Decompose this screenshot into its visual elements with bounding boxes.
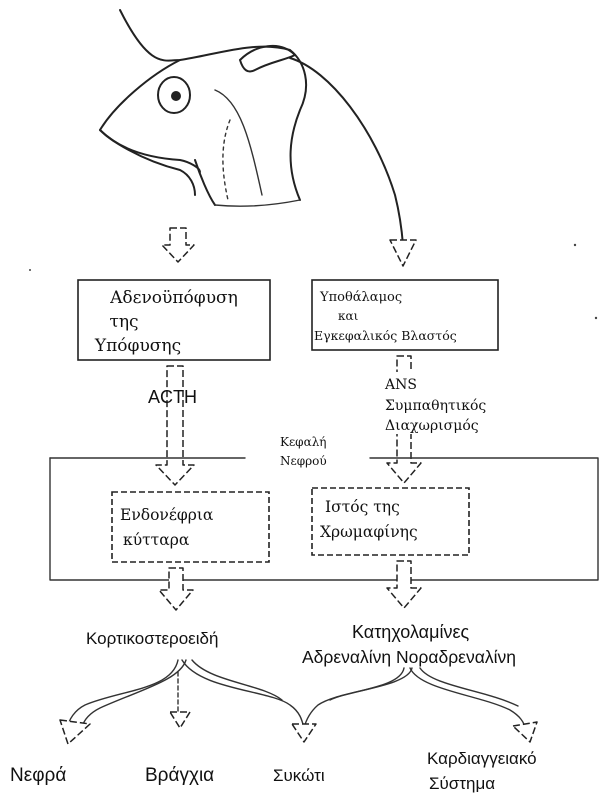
target-cardio-line-2: Σύστημα — [429, 774, 495, 793]
hypothalamus-line-3: Εγκεφαλικός Βλαστός — [314, 328, 457, 343]
ans-label-group: ANS Συμπαθητικός Διαχωρισμός — [382, 372, 498, 434]
distribution-arrows — [60, 660, 537, 744]
pituitary-line-1: Αδενοϋπόφυση — [109, 288, 238, 308]
hypothalamus-line-2: και — [338, 309, 359, 323]
catecholamines-line-2: Αδρεναλίνη Νοραδρεναλίνη — [302, 647, 516, 667]
pituitary-line-2: της — [109, 312, 138, 332]
chromaffin-line-2: Χρωμαφίνης — [320, 523, 418, 541]
corticosteroids-label: Κορτικοστεροειδή — [86, 629, 218, 648]
pituitary-line-3: Υπόφυσης — [94, 336, 181, 356]
interrenal-out-arrow — [159, 568, 193, 610]
interrenal-box: Ενδονέφρια κύτταρα — [112, 492, 269, 562]
acth-label: ACTH — [148, 387, 197, 407]
ans-label-line-1: ANS — [384, 377, 417, 393]
brain-to-hypothalamus-arrow — [290, 58, 416, 266]
interrenal-line-2: κύτταρα — [123, 531, 190, 549]
fish-head-illustration — [100, 10, 306, 206]
catecholamines-line-1: Κατηχολαμίνες — [352, 622, 469, 642]
target-kidney: Νεφρά — [10, 765, 66, 786]
acth-arrow — [156, 366, 194, 485]
pituitary-box: Αδενοϋπόφυση της Υπόφυσης — [78, 280, 270, 360]
ans-label-line-3: Διαχωρισμός — [385, 418, 479, 434]
fish-to-pituitary-arrow — [162, 228, 194, 262]
head-kidney-line-1: Κεφαλή — [280, 435, 326, 449]
chromaffin-line-1: Ιστός της — [325, 498, 400, 516]
hypothalamus-box: Υποθάλαμος και Εγκεφαλικός Βλαστός — [312, 280, 498, 350]
head-kidney-line-2: Νεφρού — [280, 454, 327, 468]
target-liver: Συκώτι — [273, 766, 325, 785]
interrenal-line-1: Ενδονέφρια — [120, 506, 214, 524]
chromaffin-out-arrow — [387, 561, 421, 608]
ans-label-line-2: Συμπαθητικός — [385, 398, 486, 414]
head-kidney-label: Κεφαλή Νεφρού — [280, 435, 327, 468]
target-cardio-line-1: Καρδιαγγειακό — [427, 749, 537, 768]
target-gills: Βράγχια — [145, 765, 214, 786]
hypothalamus-line-1: Υποθάλαμος — [319, 290, 402, 305]
chromaffin-box: Ιστός της Χρωμαφίνης — [312, 488, 469, 555]
